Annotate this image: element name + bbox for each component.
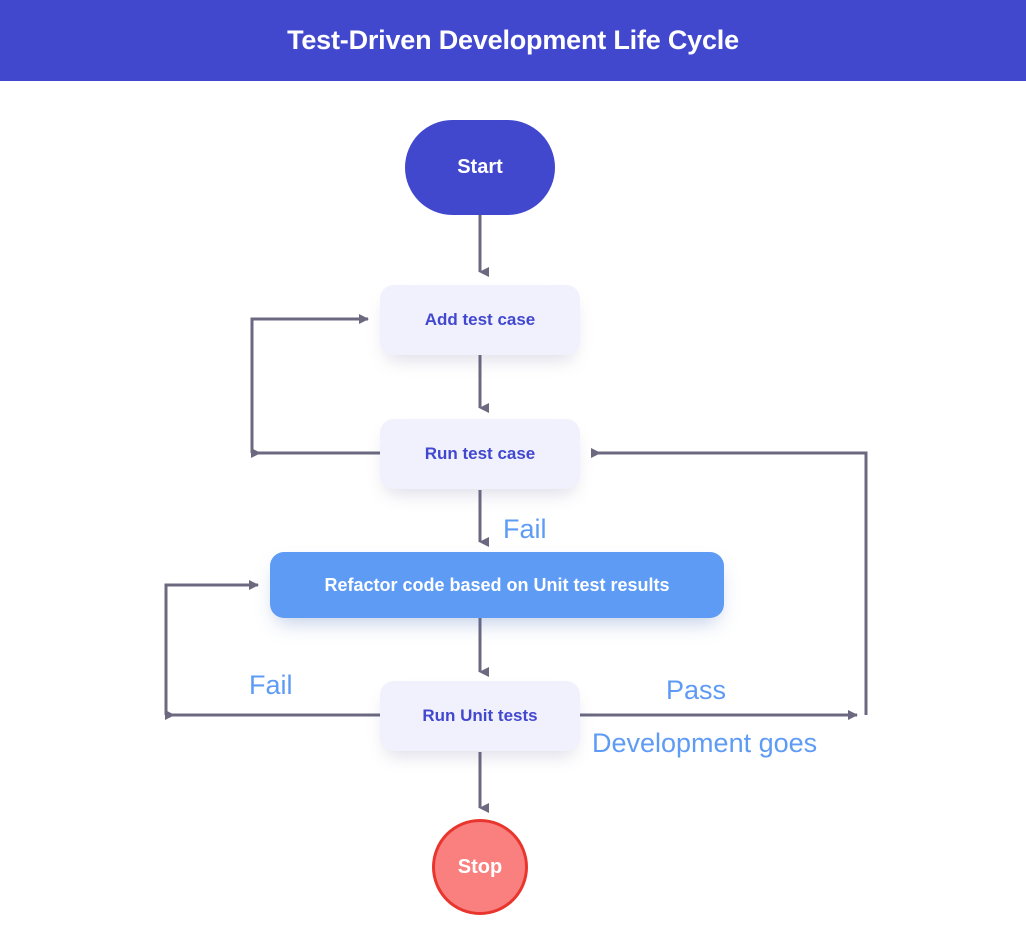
edge-label-fail-run-test-case: Fail bbox=[503, 514, 547, 544]
page-title: Test-Driven Development Life Cycle bbox=[287, 25, 739, 55]
edge-runtest-to-add-riser bbox=[250, 314, 369, 453]
edge-rununit-to-refactor-riser bbox=[164, 580, 259, 715]
edge-label-pass-run-unit-tests: Pass bbox=[666, 675, 727, 705]
node-add-test-case[interactable]: Add test case bbox=[380, 285, 580, 355]
edge-label-development-goes: Development goes bbox=[592, 728, 818, 758]
node-refactor-code[interactable]: Refactor code based on Unit test results bbox=[270, 552, 724, 618]
node-run-test-case[interactable]: Run test case bbox=[380, 419, 580, 489]
header-band bbox=[0, 0, 1026, 81]
edge-label-fail-run-unit-tests: Fail bbox=[249, 670, 293, 700]
node-run-unit-tests[interactable]: Run Unit tests bbox=[380, 681, 580, 751]
node-stop[interactable]: Stop bbox=[432, 819, 528, 915]
node-start[interactable]: Start bbox=[405, 120, 555, 215]
